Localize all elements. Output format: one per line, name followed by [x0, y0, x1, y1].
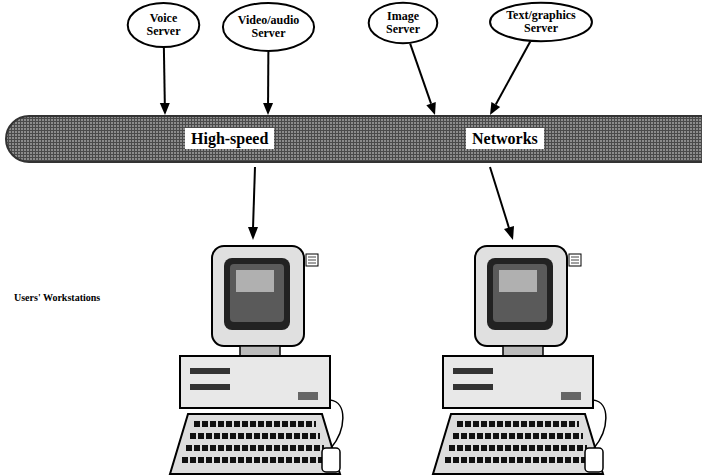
arrow-line — [410, 44, 431, 104]
server-label: Image Server — [380, 10, 427, 35]
workstation — [433, 246, 606, 474]
server-ellipse: Text/graphics Server — [489, 2, 593, 42]
server-ellipse: Voice Server — [127, 2, 200, 48]
network-label: High-speed — [185, 128, 274, 149]
arrowhead — [504, 226, 514, 240]
network-band: High-speed Networks — [5, 115, 702, 163]
workstation-label: Users' Workstations — [14, 292, 100, 303]
arrowhead — [426, 102, 435, 115]
server-arrow — [410, 44, 436, 115]
server-arrow — [263, 52, 273, 115]
server-label: Video/audio Server — [237, 14, 301, 39]
arrow-line — [163, 48, 166, 103]
network-arrow — [490, 167, 509, 228]
server-label: Text/graphics Server — [505, 9, 577, 34]
workstation — [170, 246, 343, 474]
arrowhead — [263, 103, 273, 115]
arrowhead — [248, 227, 258, 240]
arrow-line — [496, 42, 530, 105]
server-label: Voice Server — [139, 12, 188, 37]
server-ellipse: Image Server — [368, 2, 438, 44]
server-arrow — [490, 42, 530, 115]
server-arrow — [160, 48, 170, 115]
network-label: Networks — [466, 128, 544, 149]
network-arrow — [253, 167, 255, 228]
arrowhead — [490, 102, 500, 115]
arrowhead — [160, 103, 170, 115]
arrow-line — [267, 52, 269, 103]
server-ellipse: Video/audio Server — [222, 2, 315, 52]
